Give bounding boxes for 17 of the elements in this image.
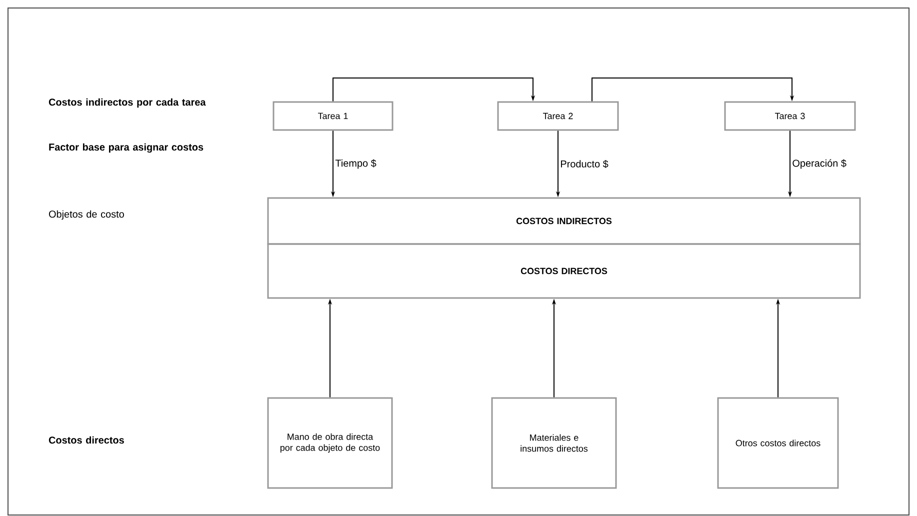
row-label: Objetos de costo xyxy=(49,210,124,220)
box: Tarea 3 xyxy=(724,101,856,131)
box: Tarea 1 xyxy=(272,101,394,131)
row-label: Costos indirectos por cada tarea xyxy=(48,98,206,108)
row-label: Factor base para asignar costos xyxy=(49,143,204,153)
arrow xyxy=(592,77,794,102)
edge-label: Tiempo $ xyxy=(334,158,378,170)
box: Tarea 2 xyxy=(497,101,619,131)
band: COSTOS DIRECTOS xyxy=(267,243,861,299)
box: Otros costos directos xyxy=(717,397,839,489)
arrow xyxy=(332,77,536,102)
band: COSTOS INDIRECTOS xyxy=(267,197,861,245)
edge-label: Operación $ xyxy=(791,158,848,170)
box: Materiales e insumos directos xyxy=(491,397,617,489)
edge-label: Producto $ xyxy=(559,158,610,170)
row-label: Costos directos xyxy=(48,436,124,444)
box: Mano de obra directa por cada objeto de costo xyxy=(267,397,393,489)
